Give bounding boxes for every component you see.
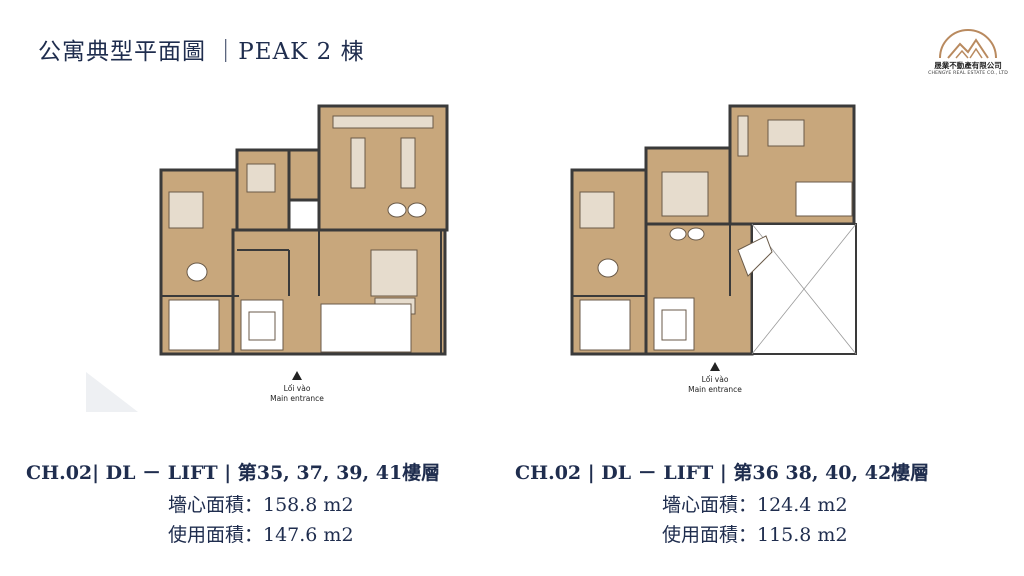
entrance-label-vn: Lối vào [283,384,311,393]
entrance-arrow-icon [292,371,302,380]
floor-plan-2 [570,104,857,356]
entrance-label-en: Main entrance [688,385,742,394]
floor-plan-1 [159,104,449,356]
unit-heading-2: CH.02 | DL － LIFT | 第36 38, 40, 42樓層 [515,462,930,484]
gross-area-1: 墻心面積：158.8 m2 [168,494,354,516]
page-title: 公寓典型平面圖 ｜PEAK 2 棟 [38,39,365,65]
unit-heading-1: CH.02| DL － LIFT | 第35, 37, 39, 41樓層 [26,462,441,484]
entrance-arrow-icon [710,362,720,371]
company-subtitle: CHENGYE REAL ESTATE CO., LTD [928,71,1008,76]
main-entrance-label-2: Lối vào Main entrance [670,362,760,395]
decorative-corner-shape [86,372,138,412]
company-logo [939,29,997,59]
net-area-1: 使用面積：147.6 m2 [168,524,354,546]
main-entrance-label-1: Lối vào Main entrance [252,371,342,404]
net-area-2: 使用面積：115.8 m2 [662,524,848,546]
entrance-label-vn: Lối vào [701,375,729,384]
gross-area-2: 墻心面積：124.4 m2 [662,494,848,516]
company-name: 晟業不動產有限公司 [934,61,1002,70]
entrance-label-en: Main entrance [270,394,324,403]
